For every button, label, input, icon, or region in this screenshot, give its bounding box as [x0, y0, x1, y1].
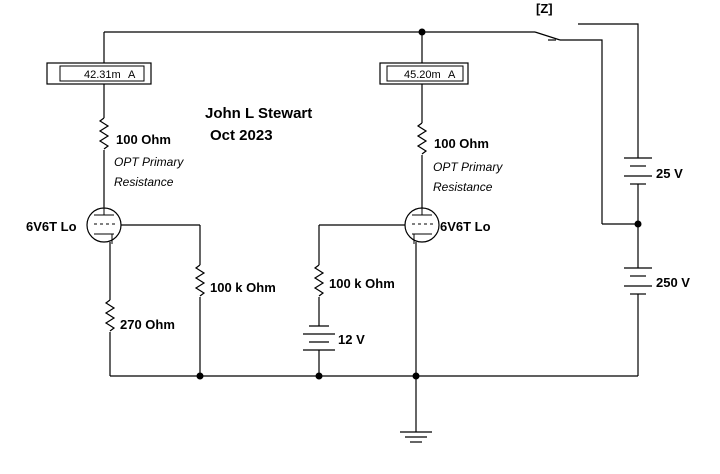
resistor-grid-right-label: 100 k Ohm [329, 276, 395, 291]
battery-top [624, 157, 652, 185]
opt-note-left-2: Resistance [114, 175, 174, 189]
tube-left [86, 207, 200, 244]
ammeter-left-reading: 42.31m [84, 69, 121, 81]
resistor-opt-right-label: 100 Ohm [434, 136, 489, 151]
ground-symbol [400, 376, 432, 443]
resistor-opt-right [416, 122, 428, 155]
junction-dot-2 [315, 372, 323, 380]
junction-dot-battery [634, 220, 642, 228]
battery-bias [303, 325, 335, 351]
date-label: Oct 2023 [210, 127, 273, 144]
opt-note-left-1: OPT Primary [114, 155, 184, 169]
tube-right-label: 6V6T Lo [440, 219, 491, 234]
author-label: John L Stewart [205, 105, 312, 122]
resistor-opt-left-label: 100 Ohm [116, 132, 171, 147]
opt-note-right-1: OPT Primary [433, 160, 503, 174]
junction-dot-1 [196, 372, 204, 380]
ammeter-right-reading: 45.20m [404, 69, 441, 81]
resistor-cathode-label: 270 Ohm [120, 317, 175, 332]
resistor-opt-left [98, 117, 110, 150]
ammeter-left: 42.31m A [46, 62, 152, 85]
ammeter-right-unit: A [448, 69, 456, 81]
battery-bias-label: 12 V [338, 332, 365, 347]
battery-main [624, 267, 652, 295]
resistor-grid-left-label: 100 k Ohm [210, 280, 276, 295]
battery-top-label: 25 V [656, 166, 683, 181]
ammeter-left-unit: A [128, 69, 136, 81]
tube-right [319, 207, 440, 244]
resistor-grid-right [313, 264, 325, 297]
resistor-cathode [104, 299, 116, 332]
opt-note-right-2: Resistance [433, 180, 493, 194]
switch-z[interactable]: [Z] [534, 1, 639, 224]
resistor-grid-left [194, 264, 206, 297]
battery-main-label: 250 V [656, 275, 690, 290]
ammeter-right: 45.20m A [379, 62, 469, 85]
switch-key-label: [Z] [536, 1, 553, 16]
tube-left-label: 6V6T Lo [26, 219, 77, 234]
